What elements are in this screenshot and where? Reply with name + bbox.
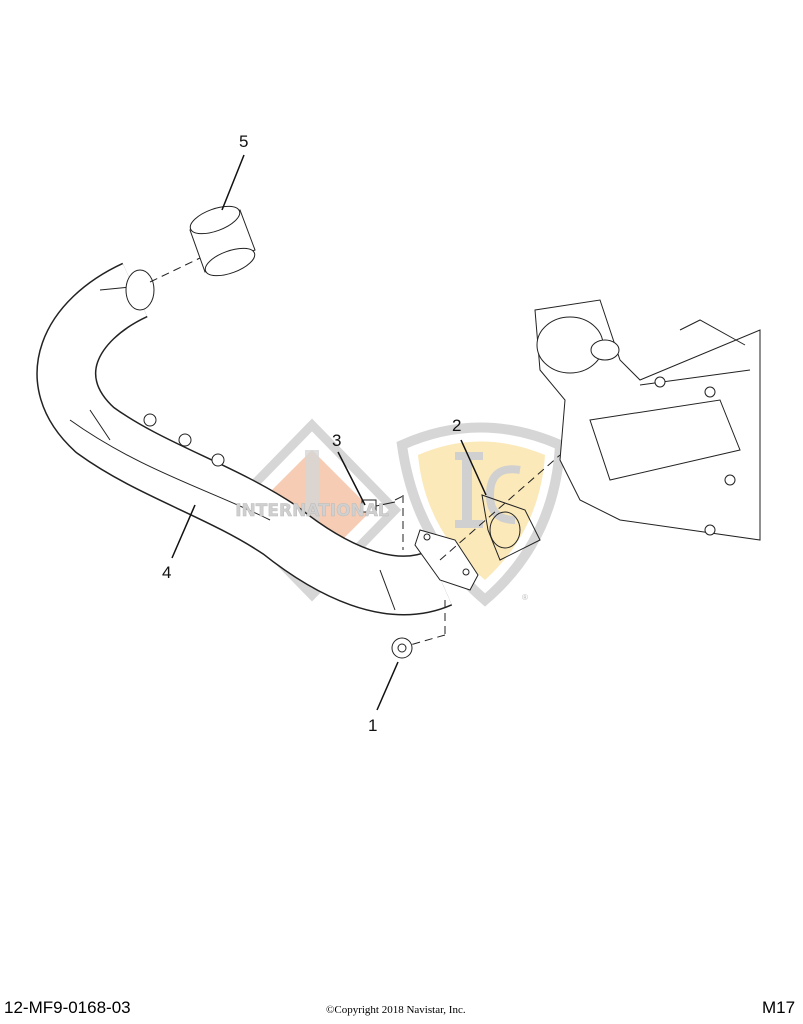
leader-lines	[171, 154, 487, 711]
nut-part-1	[391, 637, 413, 659]
callout-4: 4	[162, 563, 172, 582]
page-code: M17	[762, 998, 796, 1017]
bolt-part-3	[361, 499, 396, 513]
callout-2: 2	[452, 416, 462, 435]
callout-5: 5	[239, 132, 249, 151]
gasket-part-2	[414, 494, 541, 591]
international-logo-text: INTERNATIONAL	[235, 501, 389, 521]
assembly-lines	[149, 257, 561, 646]
sleeve-part-5	[189, 205, 256, 277]
svg-text:®: ®	[522, 593, 528, 602]
callout-3: 3	[332, 431, 342, 450]
callout-1: 1	[368, 716, 378, 735]
exhaust-pipe-part-4	[36, 262, 453, 616]
copyright-notice: ©Copyright 2018 Navistar, Inc.	[326, 1004, 466, 1016]
engine-manifold	[534, 299, 761, 541]
part-number: 12-MF9-0168-03	[4, 998, 131, 1017]
